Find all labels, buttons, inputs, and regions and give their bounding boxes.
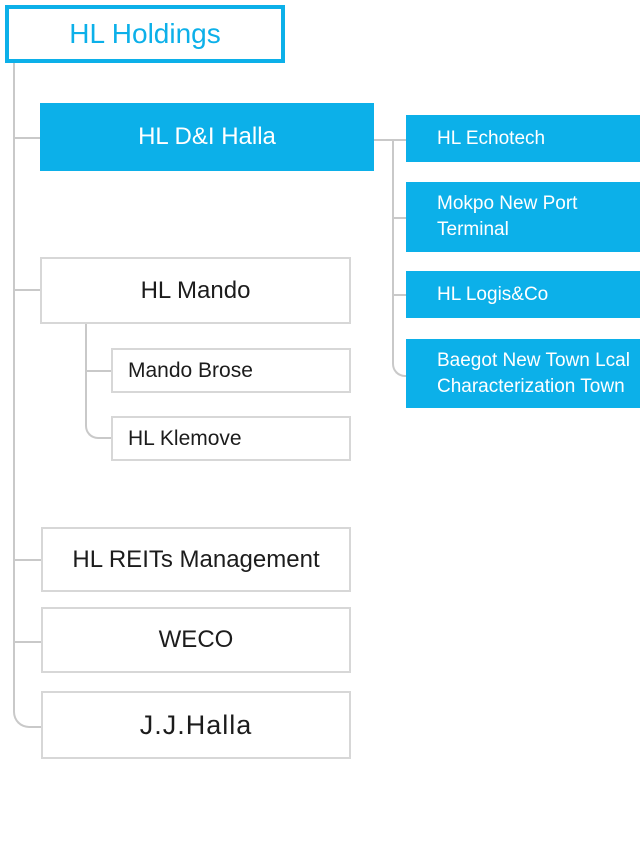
org-node-baegot-new-town: Baegot New Town Lcal Characterization To… [406,339,640,408]
connector-mando-children-vertical [85,324,87,410]
org-node-hl-dni-halla: HL D&I Halla [40,103,374,171]
org-node-jj-halla: J.J.Halla [41,691,351,759]
connector-stub-reits [15,559,41,561]
org-node-label: J.J.Halla [139,709,253,740]
connector-main-vertical [13,63,15,698]
connector-stub-dni-halla [15,137,40,139]
connector-stub-mokpo [394,217,406,219]
org-node-hl-echotech: HL Echotech [406,115,640,162]
org-node-mokpo-new-port-terminal: Mokpo New Port Terminal [406,182,640,252]
org-node-hl-logis-and-co: HL Logis&Co [406,271,640,318]
org-node-hl-klemove: HL Klemove [111,416,351,461]
org-node-label: HL Holdings [69,18,221,49]
org-node-label: HL Mando [140,276,251,304]
org-node-label: WECO [158,626,234,653]
org-node-label: HL D&I Halla [138,123,276,150]
org-node-label: Baegot New Town Lcal Characterization To… [437,349,630,397]
connector-mando-children-bottom-curve [85,406,113,439]
connector-main-bottom-curve [13,694,43,728]
connector-dni-children-vertical [392,139,394,349]
org-node-hl-holdings: HL Holdings [5,5,285,63]
org-node-label: Mando Brose [128,358,253,382]
org-node-label: HL Logis&Co [437,283,549,305]
org-node-label: HL Klemove [128,426,242,450]
connector-stub-logis [394,294,406,296]
org-node-label: Mokpo New Port Terminal [437,193,578,240]
org-node-hl-mando: HL Mando [40,257,351,324]
connector-dni-children-bottom-curve [392,345,408,377]
connector-stub-mando-brose [87,370,111,372]
connector-dni-to-children [374,139,406,141]
org-node-hl-reits-management: HL REITs Management [41,527,351,592]
org-node-label: HL REITs Management [72,545,320,573]
connector-stub-weco [15,641,41,643]
org-node-label: HL Echotech [437,127,546,149]
org-node-mando-brose: Mando Brose [111,348,351,393]
org-node-weco: WECO [41,607,351,673]
connector-stub-mando [15,289,40,291]
